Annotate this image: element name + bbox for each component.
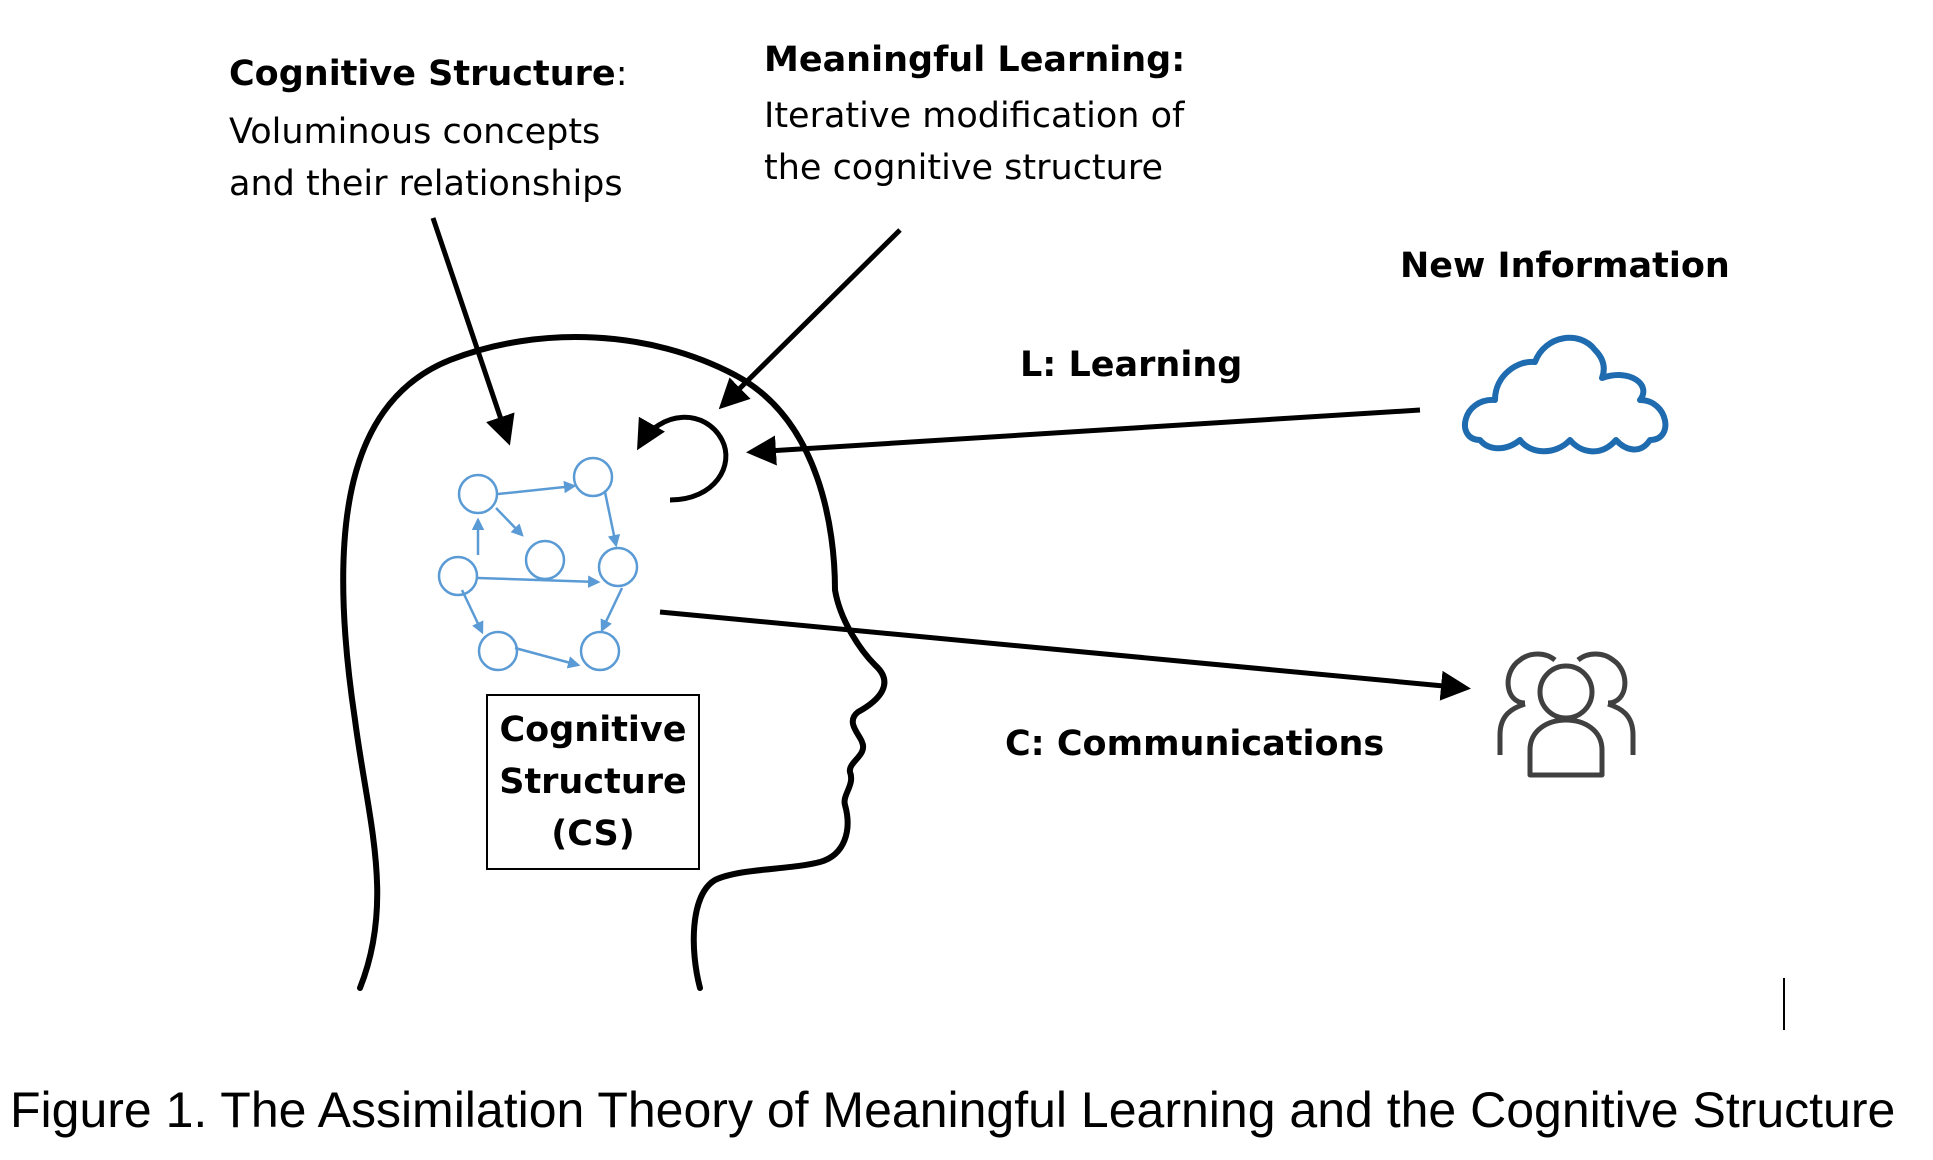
- concept-node: [457, 473, 499, 515]
- communications-arrow: [659, 609, 1471, 701]
- iteration-cycle-arrow: [637, 414, 729, 503]
- concept-node: [597, 546, 639, 588]
- concept-network: [437, 456, 639, 672]
- cognitive-structure-title: Cognitive Structure: [229, 54, 616, 94]
- communications-label: C: Communications: [1005, 724, 1385, 764]
- cognitive-structure-callout-title: Cognitive Structure:: [229, 52, 627, 98]
- cognitive-structure-line2: and their relationships: [229, 164, 623, 204]
- learning-arrow: [746, 407, 1421, 466]
- concept-node: [572, 456, 614, 498]
- cognitive-structure-callout-body: Voluminous concepts and their relationsh…: [229, 106, 623, 210]
- text-cursor: [1783, 978, 1785, 1030]
- cognitive-structure-line1: Voluminous concepts: [229, 112, 601, 152]
- concept-node: [524, 539, 566, 581]
- concept-node: [477, 630, 519, 672]
- meaningful-learning-title: Meaningful Learning:: [764, 40, 1186, 80]
- meaningful-learning-line2: the cognitive structure: [764, 148, 1163, 188]
- meaningful-learning-callout-body: Iterative modification of the cognitive …: [764, 90, 1184, 194]
- cloud-icon: [1462, 334, 1669, 455]
- cognitive-structure-box-label: Cognitive Structure (CS): [499, 710, 687, 854]
- figure-caption: Figure 1. The Assimilation Theory of Mea…: [10, 1082, 1896, 1138]
- meaningful-learning-arrow: [718, 228, 902, 410]
- cognitive-structure-box: Cognitive Structure (CS): [486, 694, 700, 870]
- learning-label: L: Learning: [1020, 345, 1243, 385]
- concept-node: [579, 630, 621, 672]
- cognitive-structure-title-colon: :: [615, 54, 628, 94]
- head-silhouette: [340, 334, 888, 991]
- new-information-label: New Information: [1400, 246, 1730, 286]
- people-group-icon: [1497, 651, 1636, 778]
- concept-node: [437, 555, 479, 597]
- cognitive-structure-arrow: [430, 217, 515, 446]
- meaningful-learning-line1: Iterative modification of: [764, 96, 1185, 136]
